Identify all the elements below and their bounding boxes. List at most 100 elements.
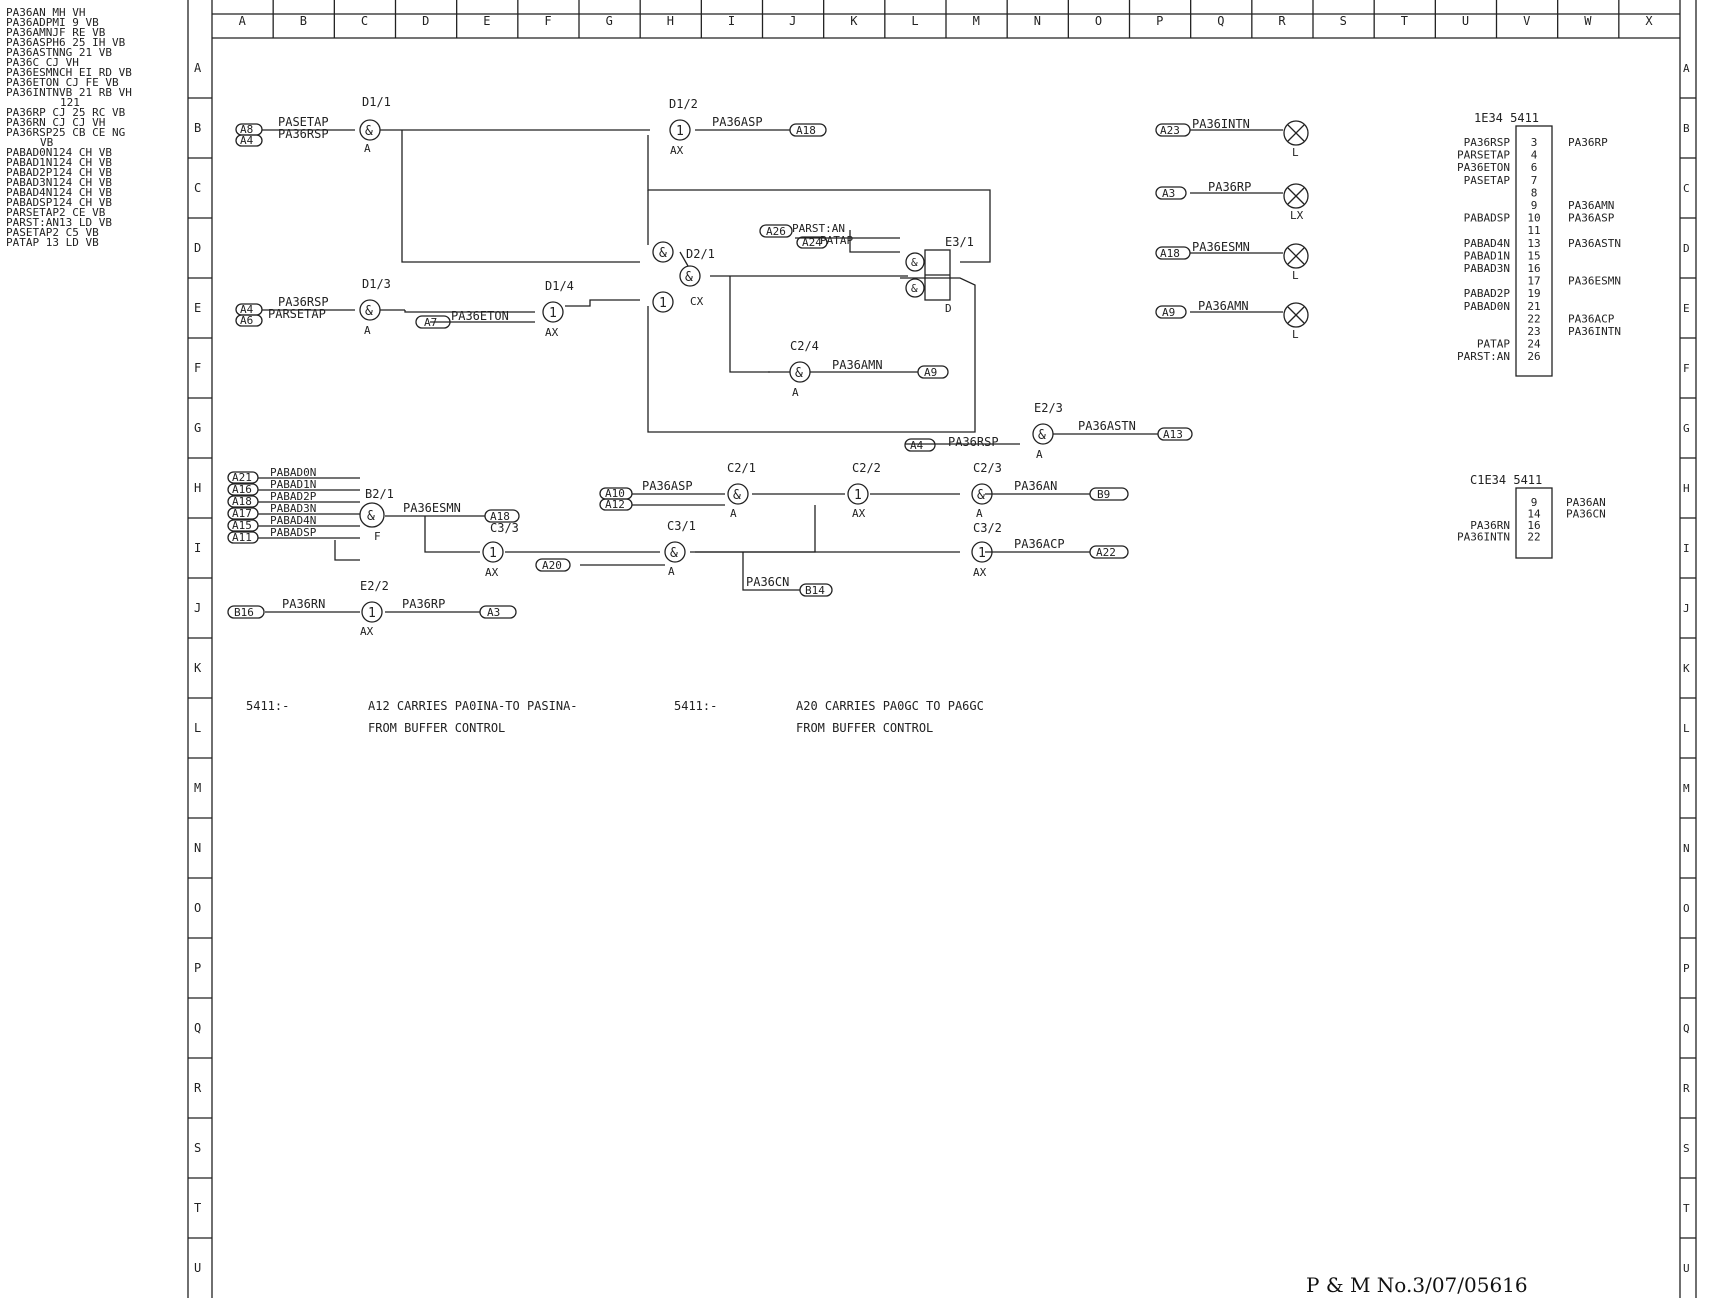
connector-oval: A18: [789, 123, 827, 137]
table-signal: PA36ASTN: [1568, 237, 1621, 250]
gate-symbol: 1: [676, 124, 684, 139]
row-letter: K: [1683, 662, 1690, 675]
signal-label: PA36ASTN: [1078, 419, 1136, 433]
gate-sub: A: [730, 507, 737, 520]
gate-sub: AX: [670, 144, 684, 157]
connector-oval: A24: [796, 236, 828, 249]
svg-text:A12: A12: [605, 498, 625, 511]
column-letter: R: [1278, 14, 1286, 28]
lamp-tag: L: [1292, 269, 1299, 282]
connector-oval: A18: [227, 495, 259, 508]
index-line: PA36INTNVB 21 RB VH: [6, 86, 132, 99]
signal-label: PA36RSP: [278, 127, 329, 141]
lamp: A23 PA36INTN L: [1155, 117, 1309, 159]
connector-oval: A13: [1157, 427, 1193, 441]
row-letter: R: [1683, 1082, 1690, 1095]
gate-symbol: &: [911, 282, 918, 295]
table-signal: PA36ETON: [1457, 161, 1510, 174]
column-letter: O: [1095, 14, 1102, 28]
gate-symbol: 1: [549, 306, 557, 321]
connector-oval: A17: [227, 507, 259, 520]
gate-sub: F: [374, 530, 381, 543]
signal-label: PASETAP: [278, 115, 329, 129]
svg-text:B14: B14: [805, 584, 825, 597]
lamp-tag: L: [1292, 328, 1299, 341]
gate-sub: AX: [485, 566, 499, 579]
index-line: PABAD4N124 CH VB: [6, 186, 112, 199]
table-left-signals: PA36RSPPARSETAPPA36ETONPASETAPPABADSPPAB…: [1457, 136, 1510, 363]
lamp-signal: PA36ESMN: [1192, 240, 1250, 254]
row-letter: C: [194, 181, 201, 195]
column-letter: J: [789, 14, 796, 28]
table-signal: PA36ACP: [1568, 312, 1615, 325]
row-letter: S: [1683, 1142, 1690, 1155]
gate-sub: A: [792, 386, 799, 399]
row-letter: S: [194, 1141, 201, 1155]
signal-label: PABADSP: [270, 526, 317, 539]
table-signal: PA36RN: [1470, 519, 1510, 532]
table-signal: PA36ASP: [1568, 212, 1615, 225]
row-letter: E: [194, 301, 201, 315]
gate-symbol: &: [685, 270, 693, 285]
row-letter: I: [1683, 542, 1690, 555]
index-line: 121: [60, 96, 80, 109]
table-signal: PATAP: [1477, 338, 1510, 351]
pin-number: 9: [1531, 496, 1538, 509]
signal-label: PA36ACP: [1014, 537, 1065, 551]
gate-sub: CX: [690, 295, 704, 308]
table-title: C1E34 5411: [1470, 473, 1542, 487]
gate-symbol: 1: [854, 488, 862, 503]
table-signal: PA36AN: [1566, 496, 1606, 509]
pin-number: 22: [1527, 531, 1540, 544]
row-letter: K: [194, 661, 202, 675]
pin-number: 15: [1527, 249, 1540, 262]
table-signal: PASETAP: [1464, 174, 1511, 187]
pin-number: 11: [1527, 224, 1540, 237]
gate-sub: A: [1036, 448, 1043, 461]
signal-label: PA36RP: [402, 597, 445, 611]
connector-oval: A3: [479, 605, 517, 619]
gate-symbol: &: [977, 488, 985, 503]
column-letter: C: [361, 14, 368, 28]
note-ref: 5411:-: [674, 699, 717, 713]
pin-number: 24: [1527, 338, 1541, 351]
signal-index: PA36AN MH VH PA36ADPMI 9 VB PA36AMNJF RE…: [6, 6, 132, 249]
table-signal: PA36RSP: [1464, 136, 1511, 149]
column-letter: A: [239, 14, 247, 28]
table-signal: PA36RP: [1568, 136, 1608, 149]
column-letter: S: [1340, 14, 1347, 28]
row-letter: E: [1683, 302, 1690, 315]
lamp-signal: PA36RP: [1208, 180, 1251, 194]
table-signal: PARSETAP: [1457, 149, 1510, 162]
svg-text:A3: A3: [487, 606, 500, 619]
note-line: FROM BUFFER CONTROL: [796, 721, 933, 735]
note-ref: 5411:-: [246, 699, 289, 713]
row-letter: O: [1683, 902, 1690, 915]
svg-text:A18: A18: [490, 510, 510, 523]
pin-table-1E34: 1E34 5411 346789101113151617192122232426…: [1457, 111, 1621, 377]
notes: 5411:- A12 CARRIES PA0INA-TO PASINA- FRO…: [246, 699, 984, 735]
index-line: PA36C CJ VH: [6, 56, 79, 69]
gate-symbol: &: [670, 546, 678, 561]
connector-oval: A9: [917, 365, 949, 379]
svg-text:A21: A21: [232, 471, 252, 484]
svg-text:A18: A18: [232, 495, 252, 508]
gate-symbol: 1: [978, 546, 986, 561]
lamp: A9 PA36AMN L: [1155, 299, 1309, 341]
column-letter: H: [667, 14, 674, 28]
lamp: A3 PA36RP LX: [1155, 180, 1309, 222]
svg-text:A6: A6: [240, 314, 253, 327]
signal-label: PABAD2P: [270, 490, 317, 503]
column-letter: I: [728, 14, 735, 28]
gate-id: C3/3: [490, 521, 519, 535]
row-letter: D: [1683, 242, 1690, 255]
table-signal: PA36ESMN: [1568, 275, 1621, 288]
note-line: A20 CARRIES PA0GC TO PA6GC: [796, 699, 984, 713]
gate-id: C2/2: [852, 461, 881, 475]
svg-text:A15: A15: [232, 519, 252, 532]
column-letter: E: [483, 14, 490, 28]
